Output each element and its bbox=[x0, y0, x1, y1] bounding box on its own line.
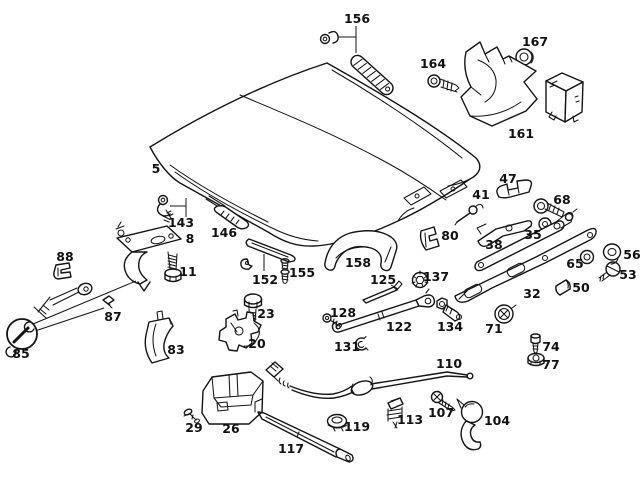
part-label-119: 119 bbox=[344, 419, 370, 434]
part-label-50: 50 bbox=[572, 280, 590, 295]
part-label-53: 53 bbox=[619, 267, 636, 282]
part-label-26: 26 bbox=[222, 421, 240, 436]
part-5-hood-panel bbox=[149, 62, 481, 247]
part-labels-layer: 5 8 11 20 23 26 29 32 35 38 41 47 50 53 56 65 68 71 74 77 80… bbox=[12, 11, 640, 456]
part-label-35: 35 bbox=[524, 227, 541, 242]
part-label-5: 5 bbox=[152, 161, 161, 176]
part-label-146: 146 bbox=[211, 225, 237, 240]
part-164-screw bbox=[427, 74, 460, 93]
part-131-c-clip bbox=[354, 335, 369, 351]
part-41-spring bbox=[454, 203, 484, 226]
part-11-screw bbox=[164, 251, 182, 283]
part-label-156: 156 bbox=[344, 11, 370, 26]
part-29-rivet bbox=[183, 408, 200, 424]
part-155-screws bbox=[280, 258, 290, 285]
part-146-strip bbox=[205, 195, 250, 230]
part-125-blade bbox=[362, 280, 403, 304]
part-label-71: 71 bbox=[485, 321, 502, 336]
part-label-117: 117 bbox=[278, 441, 304, 456]
part-77-nut bbox=[527, 352, 545, 367]
part-104-handle bbox=[456, 398, 484, 451]
part-label-134: 134 bbox=[437, 319, 463, 334]
part-107-screw bbox=[430, 390, 456, 412]
part-label-131: 131 bbox=[334, 339, 360, 354]
part-110-cable bbox=[265, 361, 474, 400]
part-label-87: 87 bbox=[104, 309, 121, 324]
part-label-167: 167 bbox=[522, 34, 548, 49]
part-137-nut bbox=[411, 270, 429, 289]
part-label-155: 155 bbox=[289, 265, 315, 280]
part-label-158: 158 bbox=[345, 255, 371, 270]
part-label-125: 125 bbox=[370, 272, 396, 287]
relay-box bbox=[545, 72, 584, 123]
part-68-bolt bbox=[533, 198, 565, 218]
part-label-56: 56 bbox=[623, 247, 640, 262]
part-38-catch bbox=[476, 220, 533, 248]
part-161-bracket bbox=[460, 41, 538, 127]
part-label-68: 68 bbox=[553, 192, 570, 207]
part-83-bracket bbox=[144, 310, 174, 364]
part-20-latch bbox=[218, 309, 262, 352]
part-label-11: 11 bbox=[179, 264, 196, 279]
part-87-bolt bbox=[102, 295, 115, 309]
part-158-duct bbox=[324, 230, 398, 272]
part-32-hinge-assembly bbox=[454, 208, 597, 303]
part-71-mount bbox=[494, 304, 517, 324]
part-134-lock-pin bbox=[436, 297, 463, 322]
part-80-clip bbox=[419, 226, 440, 251]
part-label-104: 104 bbox=[484, 413, 510, 428]
part-label-23: 23 bbox=[257, 306, 274, 321]
part-152-strip bbox=[240, 238, 296, 271]
part-122-rod bbox=[331, 288, 436, 333]
part-85-tool-symbol bbox=[5, 280, 137, 358]
part-label-32: 32 bbox=[523, 286, 540, 301]
part-88-clip bbox=[53, 262, 72, 280]
part-label-83: 83 bbox=[167, 342, 184, 357]
part-label-152: 152 bbox=[252, 272, 278, 287]
part-label-77: 77 bbox=[542, 357, 559, 372]
part-label-110: 110 bbox=[436, 356, 462, 371]
part-65-washer bbox=[579, 249, 595, 265]
part-label-128: 128 bbox=[330, 305, 356, 320]
part-label-80: 80 bbox=[441, 228, 459, 243]
part-143-hook-clip bbox=[156, 194, 187, 219]
part-26-tray bbox=[201, 371, 264, 425]
part-label-143: 143 bbox=[168, 215, 194, 230]
part-label-164: 164 bbox=[420, 56, 446, 71]
part-label-113: 113 bbox=[397, 412, 423, 427]
part-53-screw bbox=[598, 261, 621, 282]
part-113-plug bbox=[386, 397, 404, 429]
part-56-grommet bbox=[602, 243, 622, 265]
part-74-pin bbox=[530, 333, 541, 354]
part-label-20: 20 bbox=[248, 336, 266, 351]
part-47-guide bbox=[496, 179, 533, 199]
part-label-47: 47 bbox=[499, 171, 516, 186]
part-label-38: 38 bbox=[485, 237, 502, 252]
part-label-29: 29 bbox=[185, 420, 202, 435]
part-label-88: 88 bbox=[56, 249, 73, 264]
part-label-74: 74 bbox=[542, 339, 560, 354]
release-lever bbox=[33, 282, 93, 319]
part-label-65: 65 bbox=[566, 256, 583, 271]
part-label-85: 85 bbox=[12, 346, 29, 361]
part-label-161: 161 bbox=[508, 126, 534, 141]
part-label-41: 41 bbox=[472, 187, 489, 202]
part-117-strip bbox=[257, 411, 354, 463]
part-label-137: 137 bbox=[423, 269, 449, 284]
part-label-107: 107 bbox=[428, 405, 454, 420]
part-8-hinge bbox=[115, 215, 182, 292]
part-128-bolt bbox=[322, 313, 342, 330]
part-label-8: 8 bbox=[186, 231, 195, 246]
part-label-122: 122 bbox=[386, 319, 412, 334]
part-156-seal-strip bbox=[319, 26, 394, 96]
part-119-clip bbox=[326, 413, 348, 432]
part-50-spacer bbox=[555, 279, 571, 296]
